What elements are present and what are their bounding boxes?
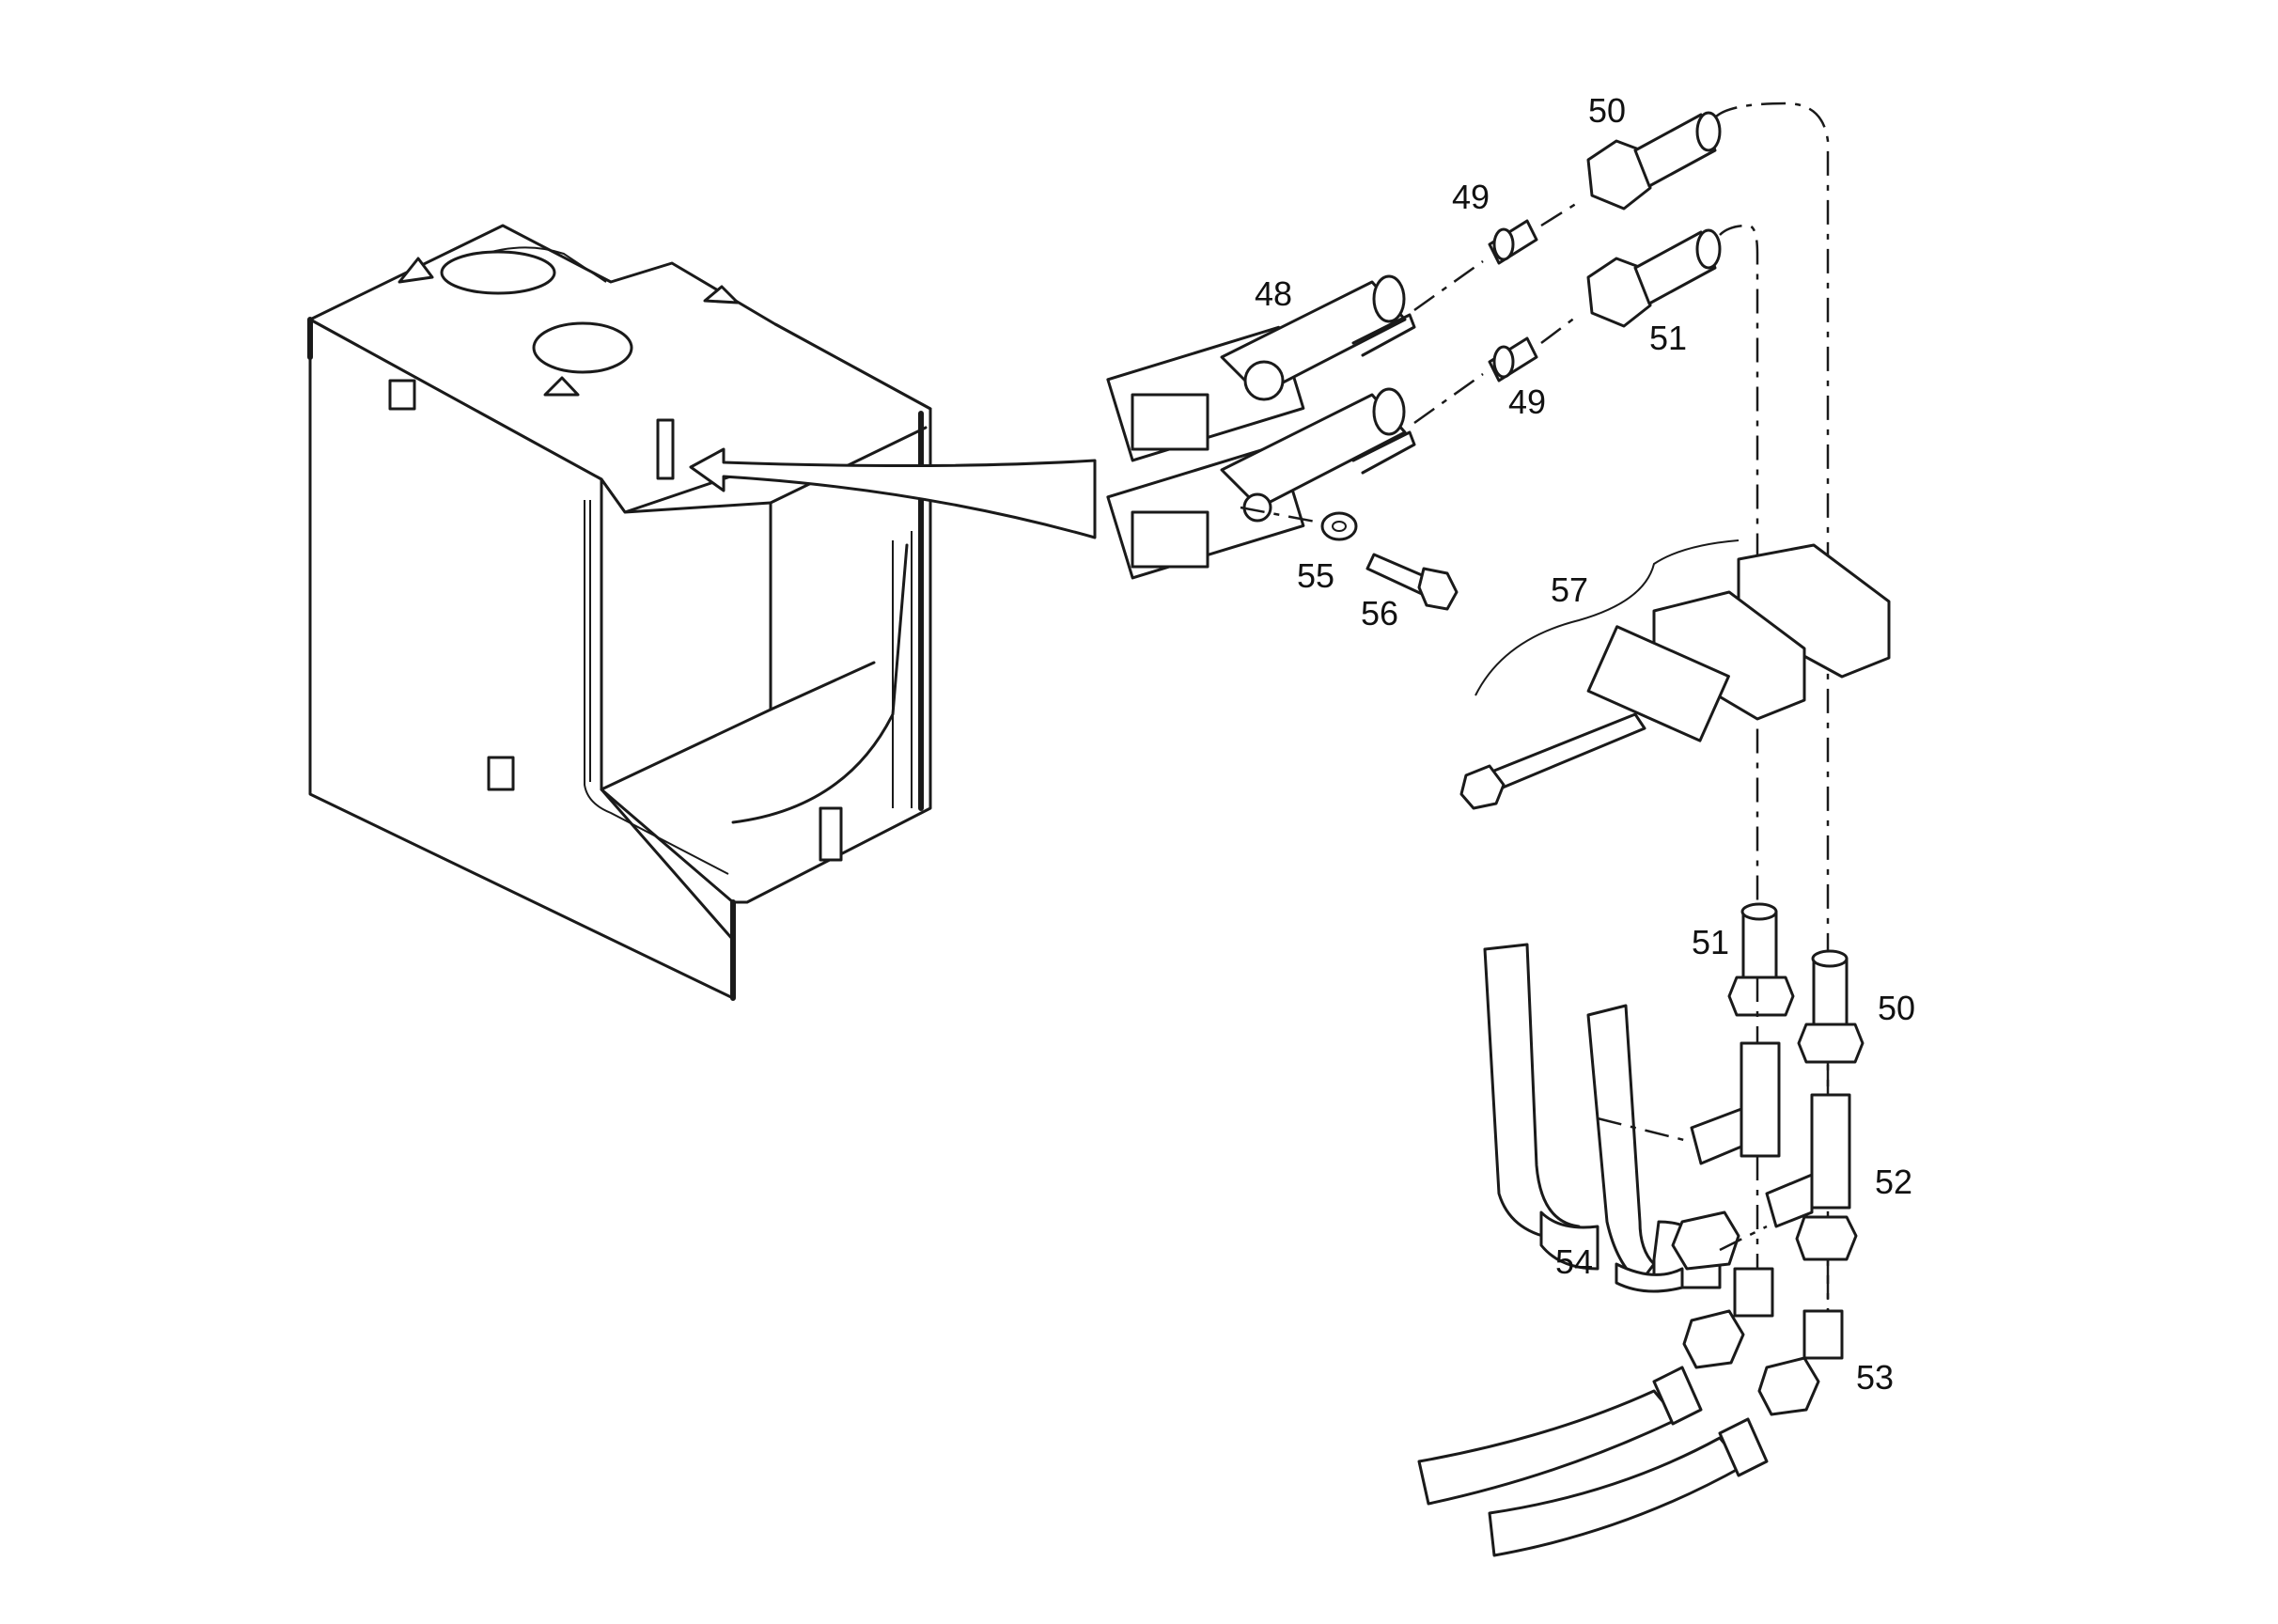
elbow-54 — [1652, 1210, 1740, 1289]
callout-49-upper: 49 — [1452, 178, 1490, 216]
pipe-nut-51-bottom — [1727, 902, 1795, 1017]
washer-55 — [1320, 511, 1358, 541]
level-sender-lower — [1106, 387, 1416, 580]
callout-55: 55 — [1297, 556, 1334, 595]
callout-50-top: 50 — [1588, 91, 1626, 130]
callout-48: 48 — [1255, 274, 1292, 313]
pipe-clamp-57 — [1459, 539, 1891, 810]
pipe-nut-50-top — [1586, 111, 1722, 211]
hose-bottom — [1417, 1366, 1769, 1557]
callout-51-bottom: 51 — [1692, 923, 1729, 961]
callout-56: 56 — [1361, 594, 1398, 632]
level-sender-upper — [1106, 274, 1416, 462]
pointer-arrow — [689, 447, 1097, 539]
hose-left — [1483, 943, 1684, 1293]
tee-fitting-52 — [1690, 1041, 1858, 1261]
callout-52: 52 — [1875, 1163, 1912, 1201]
callout-49-lower: 49 — [1508, 383, 1546, 421]
elbow-53 — [1682, 1267, 1844, 1416]
callout-57: 57 — [1551, 570, 1588, 609]
pipe-nut-50-bottom — [1797, 949, 1865, 1064]
pipe-nut-51-top — [1586, 228, 1722, 328]
bolt-56 — [1365, 553, 1459, 611]
connector-49-upper — [1488, 219, 1538, 265]
callout-51-top: 51 — [1649, 319, 1687, 357]
connector-49-lower — [1488, 336, 1538, 383]
hydraulic-tank — [307, 224, 932, 1001]
callout-50-bottom: 50 — [1878, 989, 1915, 1027]
callout-54: 54 — [1555, 1242, 1593, 1281]
callout-53: 53 — [1856, 1358, 1894, 1397]
